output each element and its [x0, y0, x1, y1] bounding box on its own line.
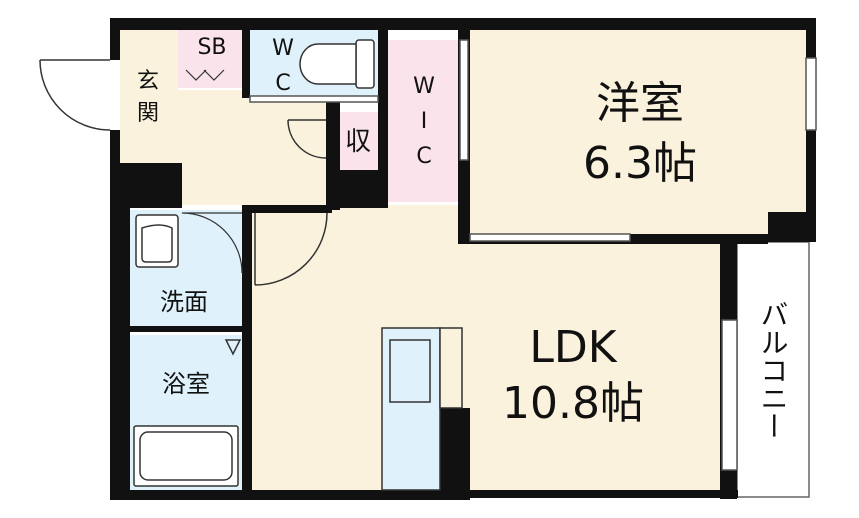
wic-label-w: W — [413, 74, 435, 99]
wic-floor — [388, 40, 460, 202]
shu-label: 収 — [345, 127, 371, 157]
windows — [249, 39, 817, 471]
sb-label: SB — [197, 35, 226, 60]
youshitsu-floor — [468, 28, 806, 235]
balcony-floor — [736, 241, 810, 498]
sb-floor — [178, 28, 244, 88]
yokushitsu-label: 浴室 — [162, 370, 210, 398]
wic-label-c: C — [416, 144, 431, 169]
shower-icon — [224, 339, 242, 356]
youshitsu-sliding-door — [469, 233, 631, 242]
door-swings — [39, 59, 328, 286]
ldk-size: 10.8帖 — [502, 378, 644, 429]
wic-sliding-door — [459, 39, 469, 161]
wc-label-w: W — [272, 36, 294, 61]
wc-sliding-door — [249, 95, 379, 103]
bathtub-icon — [133, 425, 239, 487]
youshitsu-window — [805, 57, 817, 131]
genkan-label-1: 玄関 — [137, 69, 159, 126]
kitchen-counter-icon — [381, 327, 463, 491]
ldk-name: LDK — [529, 322, 617, 373]
ldk-floor — [250, 205, 720, 490]
toilet-icon — [299, 39, 375, 89]
youshitsu-size: 6.3帖 — [583, 138, 697, 189]
room-labels: 玄関 SB W C W I C 収 洋室 6.3帖 洗面 浴室 LDK 10.8… — [137, 35, 790, 440]
youshitsu-name: 洋室 — [596, 78, 684, 129]
hall-floor — [178, 90, 338, 205]
balcony-label: バルコニー — [757, 300, 790, 440]
genkan-floor — [120, 28, 178, 163]
washbasin-icon — [135, 214, 179, 268]
shu-floor — [338, 112, 378, 170]
fixtures — [133, 39, 463, 491]
senmen-label: 洗面 — [160, 288, 208, 316]
wc-label-c: C — [275, 71, 290, 96]
ldk-window — [721, 319, 738, 471]
floor-areas — [120, 28, 810, 498]
wic-label-i: I — [421, 109, 428, 134]
